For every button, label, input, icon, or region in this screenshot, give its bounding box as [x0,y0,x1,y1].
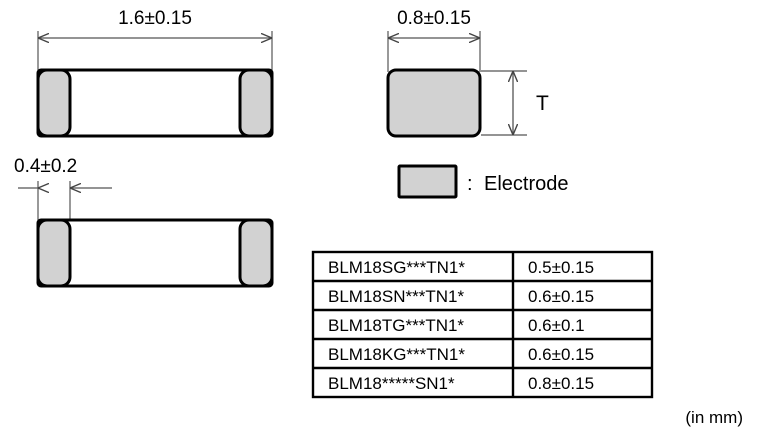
table-cell-part-number: BLM18TG***TN1* [328,316,464,335]
table-row: BLM18KG***TN1* 0.6±0.15 [328,345,594,364]
table-cell-part-number: BLM18KG***TN1* [328,345,465,364]
table-cell-part-number: BLM18SN***TN1* [328,287,464,306]
table-cell-thickness: 0.6±0.15 [528,287,594,306]
legend-group: : Electrode [397,164,569,199]
table-cell-thickness: 0.6±0.15 [528,345,594,364]
table-cell-part-number: BLM18SG***TN1* [328,258,465,277]
table-cell-thickness: 0.5±0.15 [528,258,594,277]
length-dimension-label: 1.6±0.15 [118,8,192,29]
table-row: BLM18TG***TN1* 0.6±0.1 [328,316,585,335]
legend-electrode-swatch [397,164,458,199]
top-view-body [36,68,274,138]
end-view-group: 0.8±0.15 T [386,8,549,138]
table-row: BLM18SN***TN1* 0.6±0.15 [328,287,594,306]
electrode-width-dimension-label: 0.4±0.2 [14,156,77,177]
end-view-body [386,68,482,138]
table-row: BLM18SG***TN1* 0.5±0.15 [328,258,594,277]
width-dimension-label: 0.8±0.15 [397,8,471,29]
bottom-view-electrode-left [36,218,72,288]
top-view-group: 1.6±0.15 [36,8,274,138]
thickness-table: BLM18SG***TN1* 0.5±0.15 BLM18SN***TN1* 0… [311,250,654,399]
top-view-electrode-left [36,68,72,138]
table-cell-thickness: 0.8±0.15 [528,374,594,393]
bottom-view-body [36,218,274,288]
table-row: BLM18*****SN1* 0.8±0.15 [328,374,594,393]
unit-note: (in mm) [685,408,743,427]
top-view-electrode-right [238,68,274,138]
table-cell-part-number: BLM18*****SN1* [328,374,455,393]
thickness-label: T [536,92,549,115]
table-outer-border [311,250,654,399]
bottom-view-group: 0.4±0.2 [14,156,274,288]
bottom-view-electrode-right [238,218,274,288]
legend-separator: : [467,173,473,195]
legend-label: Electrode [484,173,569,195]
table-cell-thickness: 0.6±0.1 [528,316,585,335]
